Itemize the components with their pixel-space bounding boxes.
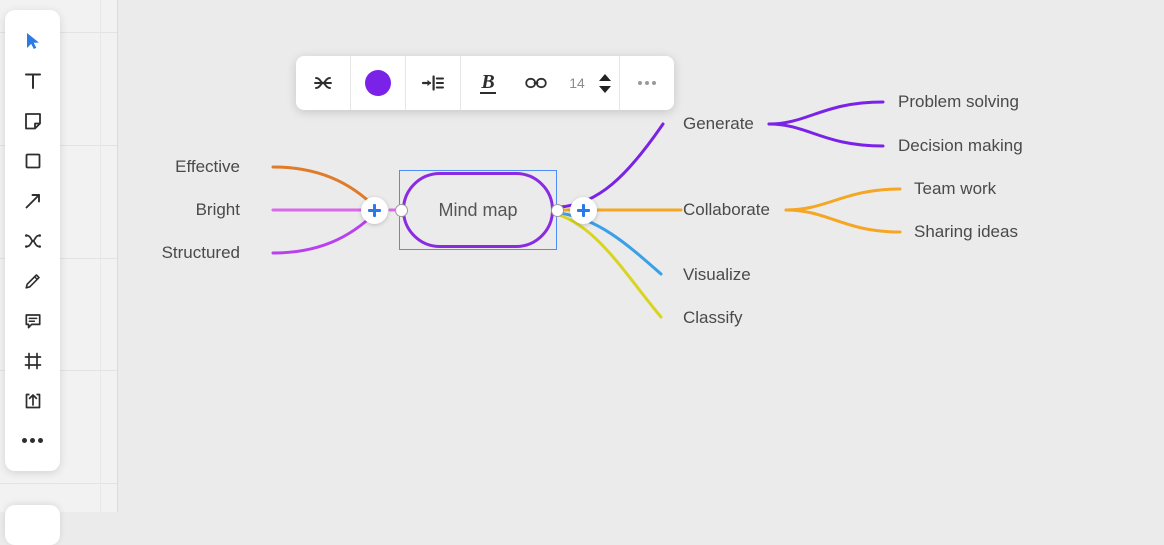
- color-swatch: [365, 70, 391, 96]
- chevron-up-icon[interactable]: [599, 73, 611, 81]
- color-picker-button[interactable]: [354, 56, 402, 110]
- font-size-stepper[interactable]: [594, 56, 616, 110]
- toolbar-divider: [350, 56, 351, 110]
- link-icon: [524, 73, 548, 93]
- font-size-input[interactable]: 14: [569, 75, 585, 91]
- edge-sharing-ideas: [784, 208, 902, 234]
- more-options-button[interactable]: [623, 56, 671, 110]
- comment-tool[interactable]: [13, 304, 53, 337]
- toolbar-group-more: [620, 56, 674, 110]
- mindmap-layout-button[interactable]: [299, 56, 347, 110]
- edge-generate: [557, 122, 665, 209]
- mindmap-node-problem-solving[interactable]: Problem solving: [898, 92, 1019, 111]
- indent-icon: [421, 73, 445, 93]
- add-child-right-button[interactable]: [570, 197, 597, 224]
- arrow-tool[interactable]: [13, 184, 53, 217]
- tool-rail-secondary-panel[interactable]: [5, 505, 60, 545]
- pen-tool[interactable]: [13, 264, 53, 297]
- format-toolbar[interactable]: B 14: [296, 56, 674, 110]
- node-handle-left[interactable]: [395, 204, 408, 217]
- mindmap-node-collaborate[interactable]: Collaborate: [683, 200, 770, 219]
- tool-rail[interactable]: [5, 10, 60, 471]
- link-button[interactable]: [512, 56, 560, 110]
- frame-icon: [23, 351, 43, 371]
- node-handle-right[interactable]: [551, 204, 564, 217]
- edge-structured: [271, 210, 378, 255]
- mindmap-icon: [23, 231, 43, 251]
- edge-classify: [557, 213, 663, 319]
- edge-problem-solving: [767, 100, 885, 126]
- edge-team-work: [784, 187, 902, 212]
- more-icon: [638, 81, 656, 85]
- chevron-down-icon[interactable]: [599, 85, 611, 93]
- bold-button[interactable]: B: [464, 56, 512, 110]
- text-tool[interactable]: [13, 64, 53, 97]
- mindmap-node-visualize[interactable]: Visualize: [683, 265, 751, 284]
- grid-line: [100, 0, 101, 512]
- mindmap-node-decision-making[interactable]: Decision making: [898, 136, 1023, 155]
- layout-button[interactable]: [409, 56, 457, 110]
- mindmap-center-node[interactable]: Mind map: [399, 170, 557, 250]
- more-tools[interactable]: [13, 424, 53, 457]
- more-icon: [22, 438, 43, 443]
- cursor-icon: [23, 31, 43, 51]
- mindmap-icon: [312, 72, 334, 94]
- toolbar-divider: [405, 56, 406, 110]
- mindmap-node-generate[interactable]: Generate: [683, 114, 754, 133]
- toolbar-group-shape: [296, 56, 350, 110]
- edge-effective: [271, 165, 378, 210]
- upload-icon: [23, 391, 43, 411]
- arrow-icon: [23, 191, 43, 211]
- text-icon: [23, 71, 43, 91]
- toolbar-group-color: [351, 56, 405, 110]
- mindmap-node-structured[interactable]: Structured: [161, 243, 240, 262]
- toolbar-group-layout: [406, 56, 460, 110]
- select-tool[interactable]: [13, 24, 53, 57]
- sticky-tool[interactable]: [13, 104, 53, 137]
- edge-decision-making: [767, 122, 885, 148]
- toolbar-divider: [460, 56, 461, 110]
- pencil-icon: [23, 271, 43, 291]
- bold-label: B: [480, 70, 496, 94]
- square-icon: [23, 151, 43, 171]
- mindmap-node-bright[interactable]: Bright: [195, 200, 240, 219]
- upload-tool[interactable]: [13, 384, 53, 417]
- center-node-label[interactable]: Mind map: [438, 199, 518, 220]
- frame-tool[interactable]: [13, 344, 53, 377]
- toolbar-divider: [619, 56, 620, 110]
- add-child-left-button[interactable]: [361, 197, 388, 224]
- mindmap-tool[interactable]: [13, 224, 53, 257]
- comment-icon: [23, 311, 43, 331]
- sticky-note-icon: [23, 111, 43, 131]
- toolbar-group-text: B 14: [461, 56, 619, 110]
- mindmap-node-sharing-ideas[interactable]: Sharing ideas: [914, 222, 1018, 241]
- mindmap-node-team-work[interactable]: Team work: [914, 179, 997, 198]
- grid-line: [0, 483, 117, 484]
- shape-tool[interactable]: [13, 144, 53, 177]
- mindmap-node-classify[interactable]: Classify: [683, 308, 743, 327]
- mindmap-node-effective[interactable]: Effective: [175, 157, 240, 176]
